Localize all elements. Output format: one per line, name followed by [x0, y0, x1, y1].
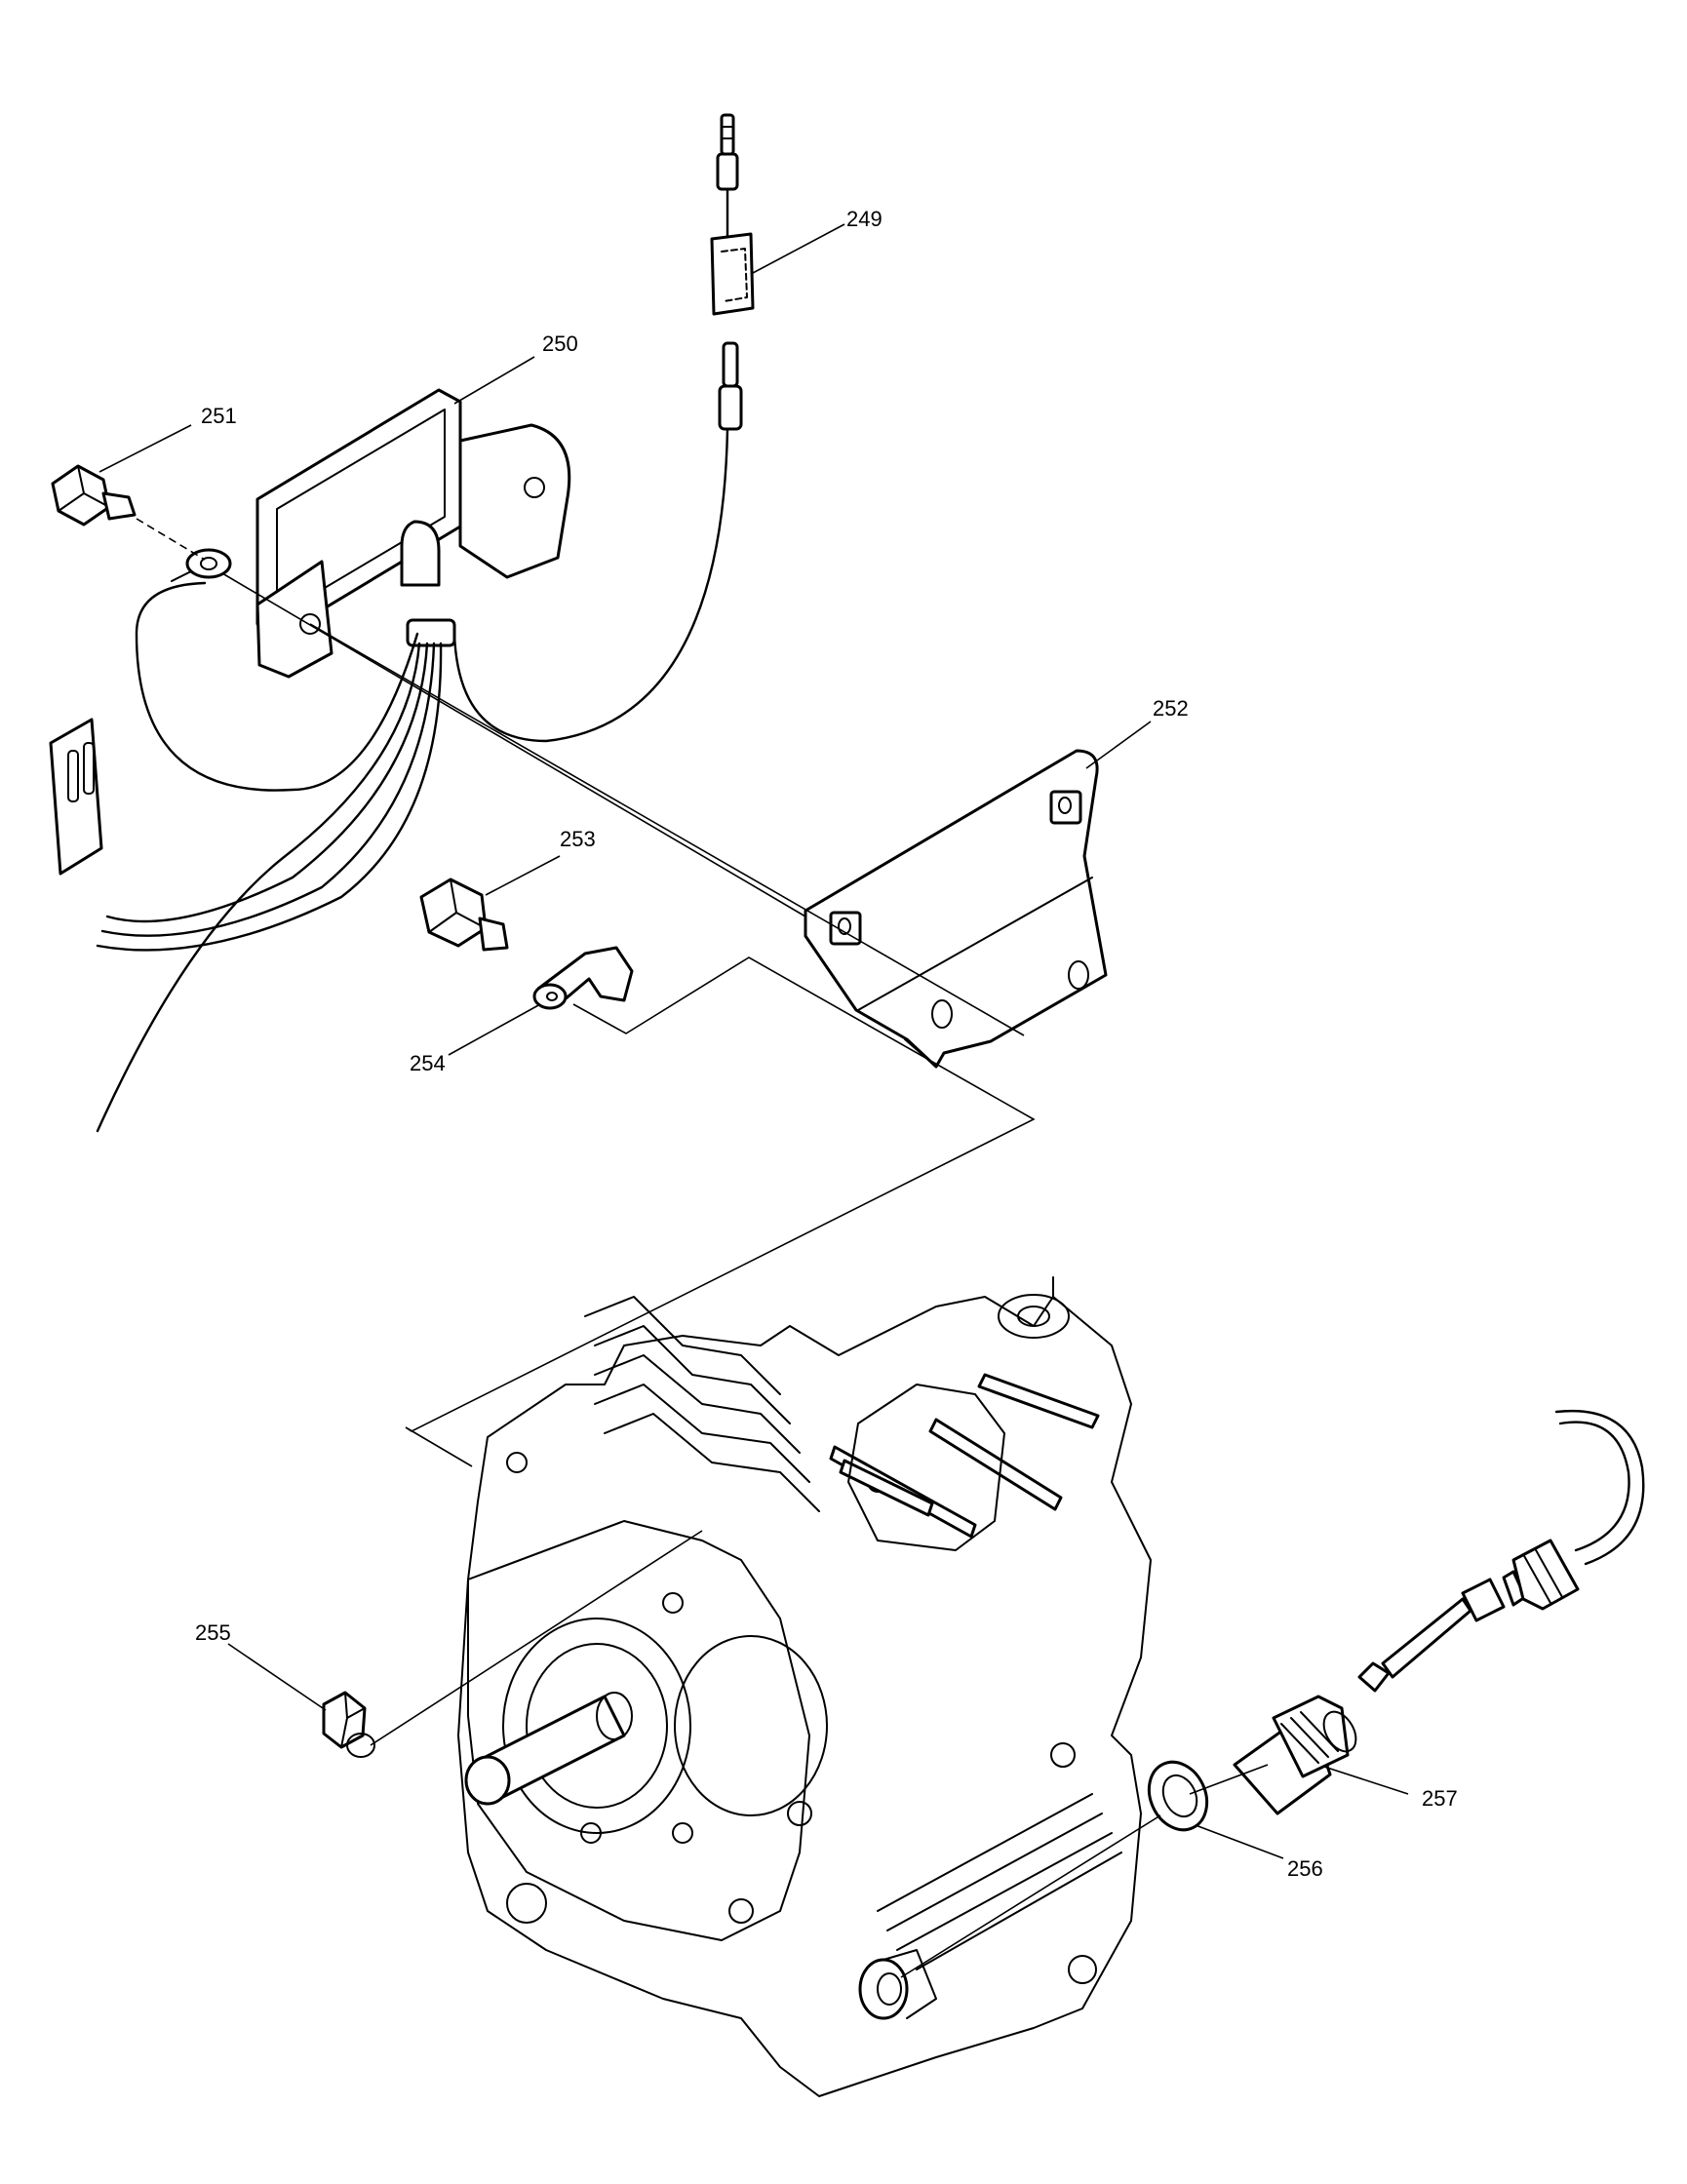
part-253-bolt — [419, 878, 509, 952]
callout-255: 255 — [195, 1620, 231, 1645]
callout-253: 253 — [560, 827, 596, 851]
part-250-ignition-module — [49, 341, 743, 1133]
callout-254: 254 — [410, 1051, 446, 1075]
part-249-connector — [710, 113, 755, 316]
part-256-washer — [1147, 1760, 1209, 1832]
callout-257: 257 — [1422, 1786, 1458, 1811]
part-257-sensor — [1233, 1409, 1645, 1815]
part-251-bolt — [51, 464, 206, 561]
callout-250: 250 — [542, 332, 578, 356]
part-252-bracket — [804, 749, 1108, 1069]
part-255-clip — [322, 1691, 375, 1758]
crankcase — [457, 1276, 1152, 2097]
callout-256: 256 — [1287, 1856, 1323, 1881]
callout-249: 249 — [846, 207, 883, 231]
callout-labels: 249 250 251 252 253 254 255 256 257 — [195, 207, 1458, 1881]
callout-leaders — [98, 223, 1409, 1859]
callout-252: 252 — [1153, 696, 1189, 721]
assembly-lines — [221, 572, 1269, 1978]
callout-251: 251 — [201, 404, 237, 428]
part-254-clip — [532, 946, 634, 1010]
